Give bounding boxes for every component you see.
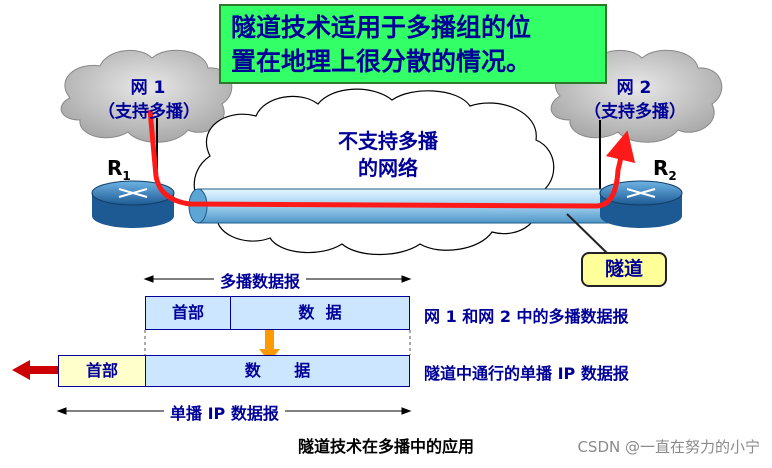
title-line-2: 置在地理上很分散的情况。	[231, 47, 532, 76]
middle-network-label: 不支持多播 的网络	[318, 128, 458, 182]
unicast-data-cell: 数 据	[145, 355, 410, 387]
network-1-support: （支持多播）	[98, 102, 200, 122]
multicast-path-arrow	[147, 109, 636, 209]
router-1-sub: 1	[122, 169, 131, 183]
title-line-1: 隧道技术适用于多播组的位	[231, 13, 532, 42]
network-1-cloud	[60, 49, 233, 143]
tunnel-callout-pointer	[566, 213, 608, 254]
title-callout: 隧道技术适用于多播组的位 置在地理上很分散的情况。	[219, 4, 607, 84]
router-1-label: R1	[107, 156, 131, 183]
router-1-icon	[91, 180, 175, 228]
watermark-text: CSDN @一直在努力的小宁	[577, 438, 760, 456]
middle-network-line-2: 的网络	[358, 156, 418, 180]
network-1-label: 网 1 （支持多播）	[98, 76, 200, 124]
figure-caption: 隧道技术在多播中的应用	[297, 437, 474, 456]
router-2-icon	[599, 180, 683, 228]
unicast-header-cell: 首部	[58, 355, 146, 387]
tunnel-callout: 隧道	[581, 252, 667, 287]
router-2-letter: R	[653, 156, 669, 180]
network-1-name: 网 1	[130, 78, 166, 98]
unicast-description: 隧道中通行的单播 IP 数据报	[424, 364, 629, 383]
middle-network-line-1: 不支持多播	[338, 129, 438, 153]
network-2-name: 网 2	[616, 78, 652, 98]
router-2-label: R2	[653, 156, 677, 183]
router-2-sub: 2	[668, 169, 677, 183]
network-2-label: 网 2 （支持多播）	[584, 76, 686, 124]
send-left-arrow	[12, 360, 58, 380]
multicast-data-cell: 数 据	[230, 296, 410, 330]
network-2-support: （支持多播）	[584, 102, 686, 122]
multicast-dimension-label: 多播数据报	[214, 268, 307, 292]
unicast-dimension-label: 单播 IP 数据报	[164, 400, 285, 424]
multicast-description: 网 1 和网 2 中的多播数据报	[424, 307, 629, 326]
router-1-letter: R	[107, 156, 123, 180]
multicast-header-cell: 首部	[145, 296, 231, 330]
